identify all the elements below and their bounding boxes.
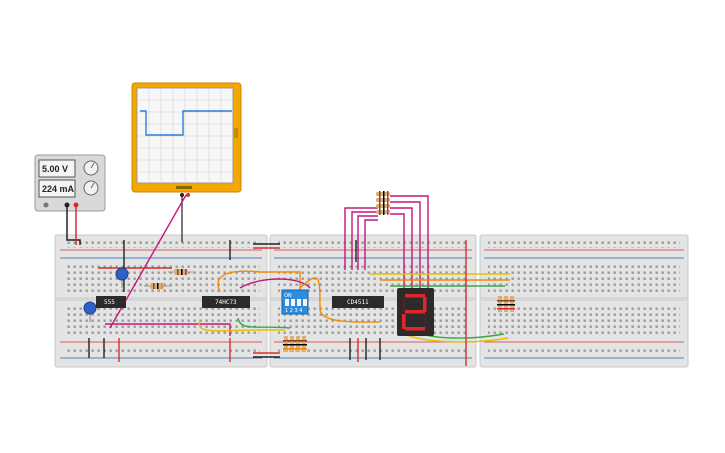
wire-yellow-1[interactable] <box>198 319 285 332</box>
seven-segment-display[interactable] <box>397 288 434 336</box>
power-supply[interactable]: 5.00 V 224 mA <box>34 154 106 212</box>
wire-seg-e[interactable] <box>390 195 429 290</box>
capacitor-1[interactable] <box>115 267 129 288</box>
scope-trace <box>140 110 232 136</box>
oscilloscope[interactable] <box>131 82 242 197</box>
wire-seg-a[interactable] <box>344 207 378 270</box>
dip-toggle-1[interactable] <box>285 299 289 306</box>
wire-seg-g[interactable] <box>390 207 413 290</box>
chip-cd4511-label: CD4511 <box>347 299 369 306</box>
resistor-2[interactable] <box>144 283 172 289</box>
breadboard-right[interactable] <box>479 234 689 368</box>
wire-seg-f[interactable] <box>390 201 421 290</box>
resistor-pack-3[interactable] <box>376 191 390 215</box>
ground-terminal[interactable] <box>43 202 49 208</box>
current-readout: 224 mA <box>42 184 75 194</box>
dip-toggle-4[interactable] <box>303 299 307 306</box>
segment-b <box>423 297 427 312</box>
capacitor-2[interactable] <box>83 301 97 322</box>
wire-psu-negative[interactable] <box>66 205 81 245</box>
wire-seg-b[interactable] <box>351 211 378 270</box>
segment-c <box>423 314 427 329</box>
scope-probe-terminal-2[interactable] <box>186 193 190 197</box>
chip-555-label: 555 <box>104 299 115 306</box>
dip-toggle-3[interactable] <box>297 299 301 306</box>
wire-orange-1[interactable] <box>217 270 301 293</box>
dip-toggle-2[interactable] <box>291 299 295 306</box>
segment-f <box>402 297 406 312</box>
chip-555[interactable]: 555 <box>96 296 126 308</box>
wire-magenta-2[interactable] <box>239 278 311 289</box>
wire-yellow-3[interactable] <box>404 333 509 343</box>
dip-switch[interactable]: ON 1 2 3 4 <box>281 289 309 315</box>
segment-g <box>405 310 425 314</box>
resistor-pack-2[interactable] <box>497 296 515 312</box>
segment-dp <box>428 329 432 333</box>
wire-magenta-1[interactable] <box>105 323 231 336</box>
wire-seg-d[interactable] <box>364 219 378 270</box>
segment-e <box>402 314 406 329</box>
scope-knob[interactable] <box>234 128 238 138</box>
wire-green-1[interactable] <box>237 317 291 329</box>
dip-switch-on-label: ON <box>284 293 292 299</box>
dip-switch-numbers: 1 2 3 4 <box>285 308 303 314</box>
segment-a <box>405 294 425 298</box>
wire-orange-2[interactable] <box>299 277 381 323</box>
resistor-1[interactable] <box>168 269 196 275</box>
voltage-readout: 5.00 V <box>42 164 68 174</box>
resistor-pack-1[interactable] <box>283 336 307 352</box>
segment-d <box>405 327 425 331</box>
wire-seg-c[interactable] <box>357 215 378 270</box>
chip-74hc73-label: 74HC73 <box>215 299 237 306</box>
wire-seg-h[interactable] <box>390 213 405 290</box>
chip-74hc73[interactable]: 74HC73 <box>202 296 250 308</box>
chip-cd4511[interactable]: CD4511 <box>332 296 384 308</box>
